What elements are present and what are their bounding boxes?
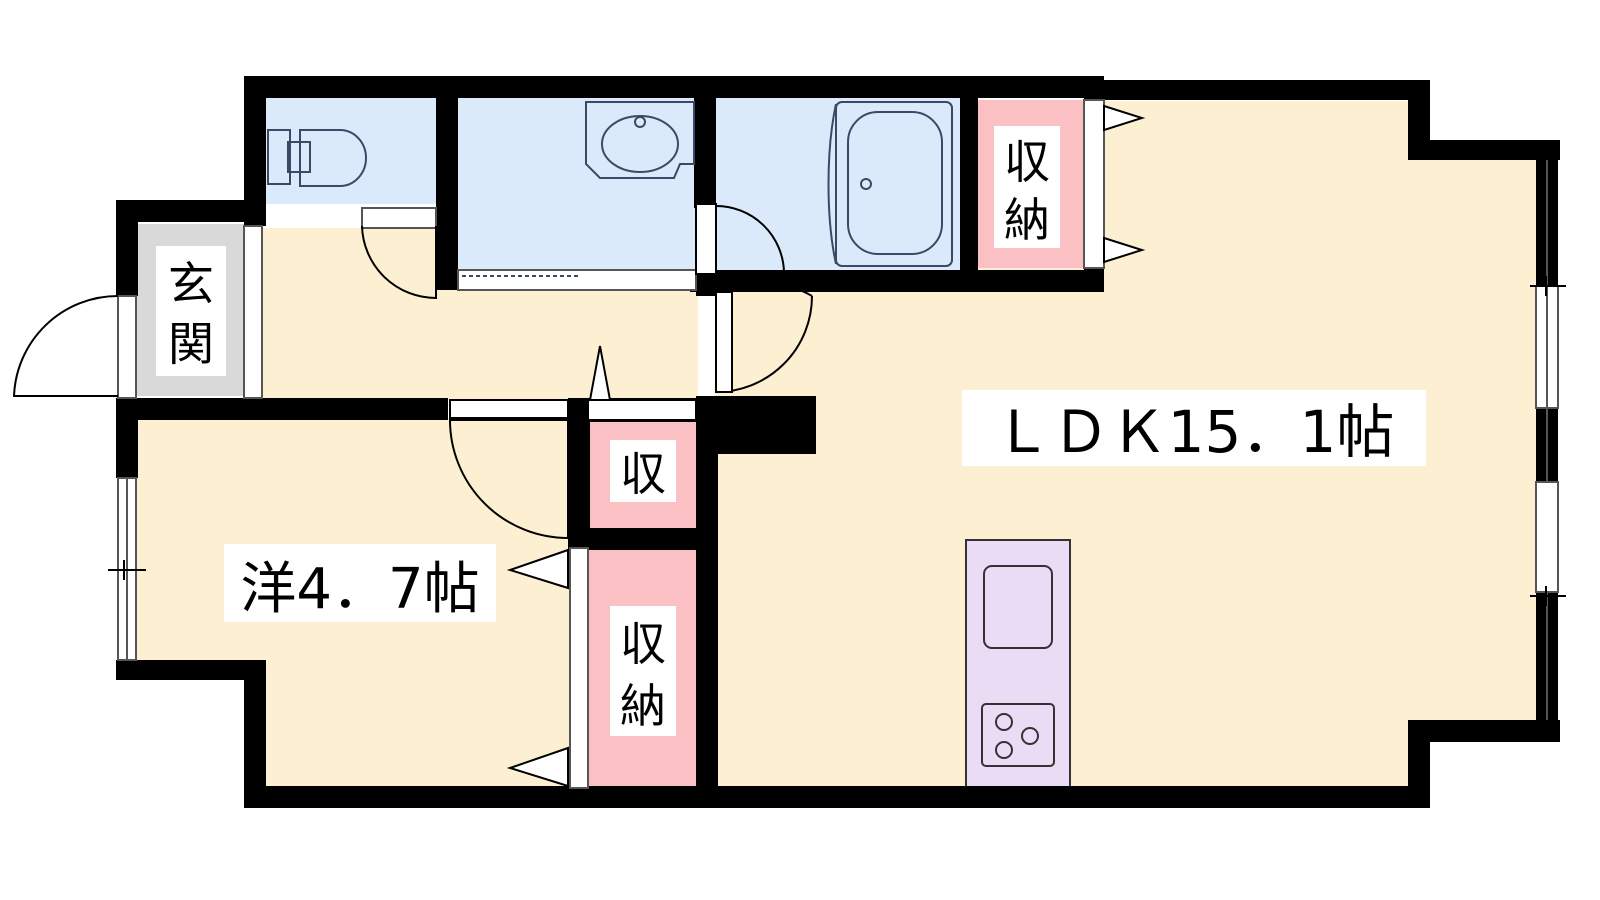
entrance-label-bg — [156, 246, 226, 376]
walls — [116, 76, 1560, 808]
ldk-label: ＬＤＫ15．1帖 — [994, 398, 1395, 466]
ldk-label-bg — [962, 390, 1426, 466]
western-room-label: 洋4．7帖 — [240, 557, 479, 622]
entrance-label-1: 玄 — [168, 257, 214, 311]
bathtub-icon — [827, 101, 953, 267]
storage-bottom-label-2: 納 — [620, 679, 666, 733]
toilet-icon — [267, 129, 367, 187]
door-leafs — [449, 203, 733, 421]
windows — [117, 99, 1559, 789]
storage-small-label: 収 — [620, 447, 666, 501]
western-label-bg — [224, 544, 496, 622]
storage-bottom-label-1: 収 — [620, 617, 666, 671]
door-swings — [12, 205, 813, 540]
entrance-label-2: 関 — [168, 317, 214, 371]
stove-icon — [981, 703, 1055, 767]
sliding-markers — [506, 104, 1146, 788]
toilet-floor — [258, 94, 448, 204]
bathroom-floor — [712, 94, 966, 272]
storage-top-label-1: 収 — [1004, 135, 1050, 189]
wash-basin-icon — [585, 101, 695, 179]
storage-top-label-bg — [994, 126, 1060, 248]
storage-bottom-label-bg — [610, 606, 676, 736]
window-ticks — [108, 276, 1566, 606]
storage-small-label-bg — [610, 440, 676, 502]
storage-top-label-2: 納 — [1004, 193, 1050, 247]
kitchen-sink-icon — [983, 565, 1053, 649]
washroom-floor — [452, 94, 700, 286]
